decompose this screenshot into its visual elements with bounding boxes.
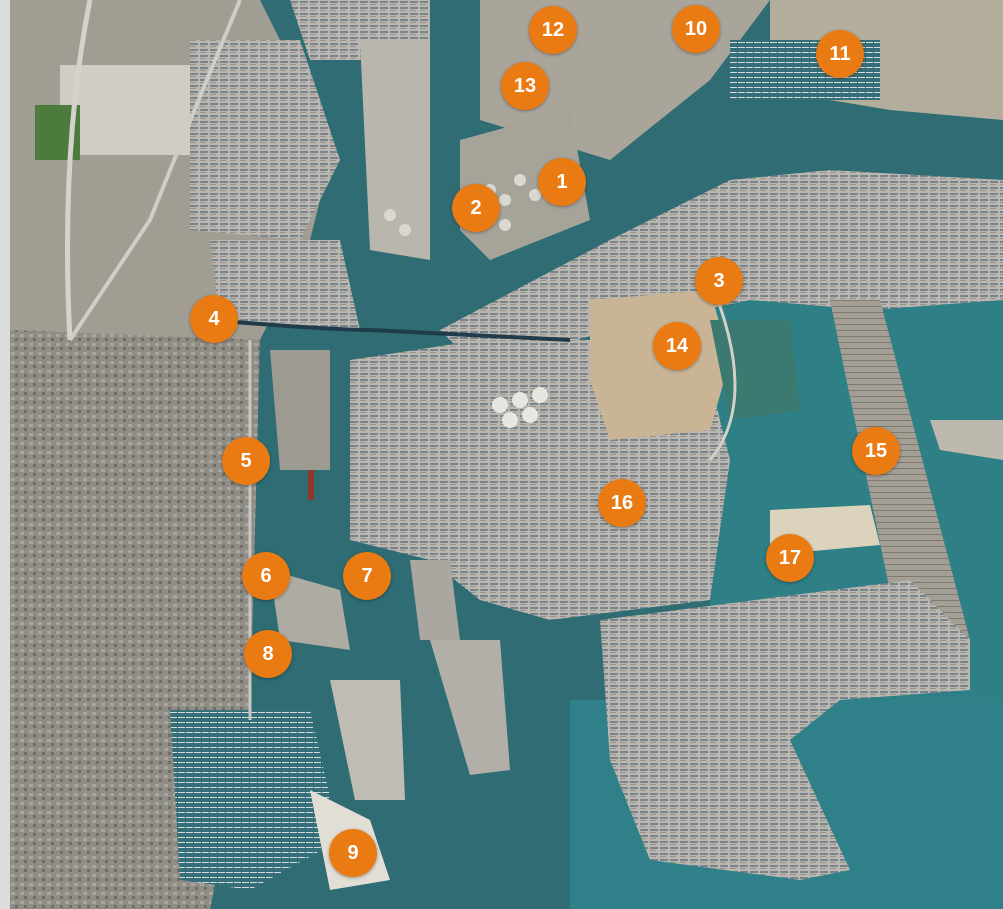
map-marker-4[interactable]: 4 xyxy=(190,295,238,343)
map-marker-9[interactable]: 9 xyxy=(329,829,377,877)
map-marker-2[interactable]: 2 xyxy=(452,184,500,232)
map-marker-11[interactable]: 11 xyxy=(816,30,864,78)
map-marker-5[interactable]: 5 xyxy=(222,437,270,485)
map-marker-12[interactable]: 12 xyxy=(529,6,577,54)
map-marker-7[interactable]: 7 xyxy=(343,552,391,600)
bridge xyxy=(209,318,571,342)
left-edge-bar xyxy=(0,0,10,909)
map-marker-14[interactable]: 14 xyxy=(653,322,701,370)
marina xyxy=(170,710,340,890)
map-marker-3[interactable]: 3 xyxy=(695,257,743,305)
map-marker-10[interactable]: 10 xyxy=(672,5,720,53)
map-imagery xyxy=(10,0,1003,909)
map-marker-17[interactable]: 17 xyxy=(766,534,814,582)
map-marker-13[interactable]: 13 xyxy=(501,62,549,110)
map-marker-15[interactable]: 15 xyxy=(852,427,900,475)
south-container-terminal xyxy=(600,580,970,880)
map-marker-1[interactable]: 1 xyxy=(538,158,586,206)
earthwork-area xyxy=(590,290,730,440)
map-marker-8[interactable]: 8 xyxy=(244,630,292,678)
map-marker-6[interactable]: 6 xyxy=(242,552,290,600)
map-marker-16[interactable]: 16 xyxy=(598,479,646,527)
vessel xyxy=(308,470,314,500)
